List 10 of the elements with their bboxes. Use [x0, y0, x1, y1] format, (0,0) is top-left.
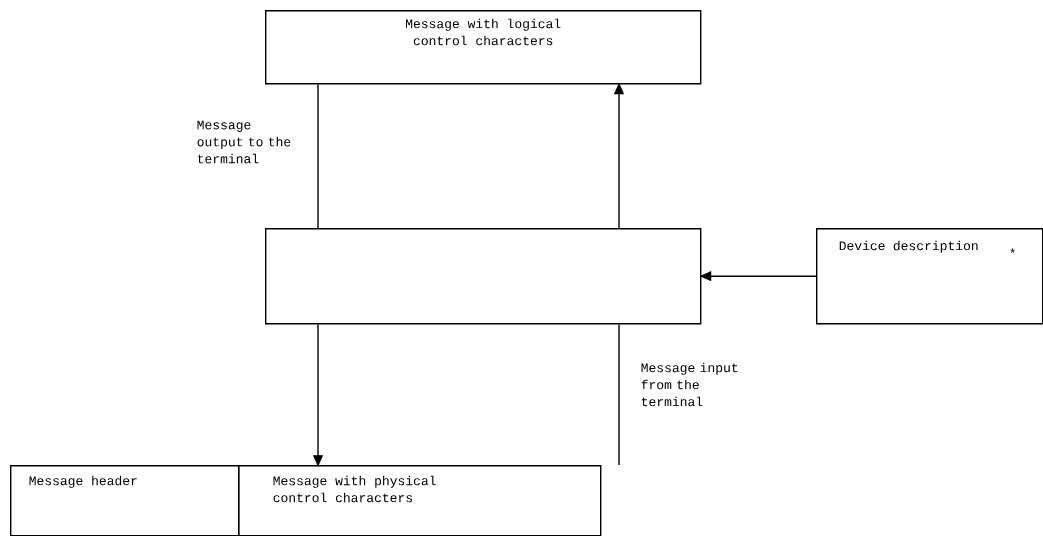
edge-label: Message output to the terminal: [197, 120, 291, 164]
arrow: [700, 271, 817, 281]
edge-label: Message input from the terminal: [641, 362, 738, 407]
message-box: Message header: [10, 465, 240, 536]
description-box: Device description *: [816, 228, 1043, 325]
message-box: Message with logical control characters: [265, 10, 702, 85]
process-box: [265, 228, 702, 325]
arrow: [312, 323, 323, 466]
arrow: [614, 83, 625, 229]
message-box: Message with physical control characters: [238, 465, 602, 536]
